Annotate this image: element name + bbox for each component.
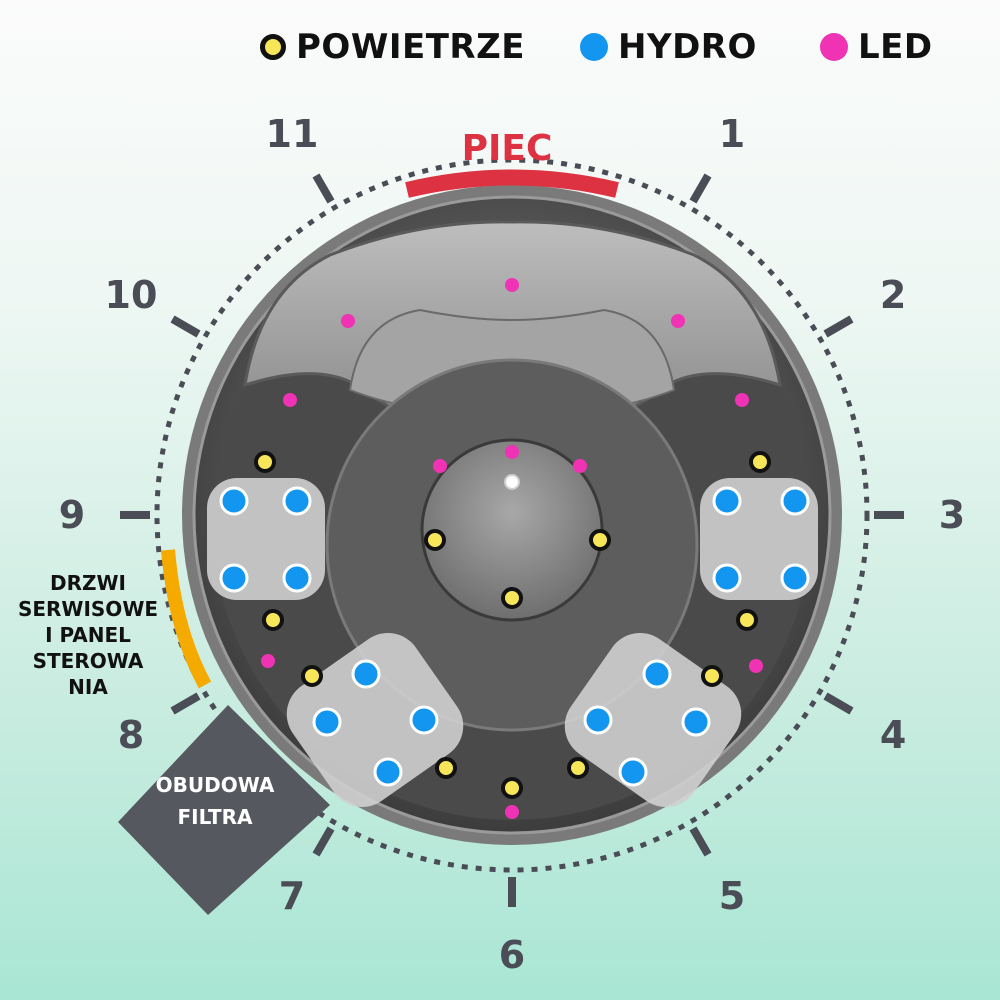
legend: POWIETRZE HYDRO LED <box>250 22 950 72</box>
legend-item-hydro: HYDRO <box>580 22 757 72</box>
clock-number-2: 2 <box>880 273 906 317</box>
legend-label-led: LED <box>858 27 933 67</box>
hydro-dot-icon <box>580 33 608 61</box>
led-light-icon <box>749 659 763 673</box>
clock-number-9: 9 <box>59 493 85 537</box>
air-jet-icon <box>701 665 723 687</box>
clock-number-10: 10 <box>105 273 158 317</box>
clock-number-8: 8 <box>118 713 144 757</box>
hydro-jet-icon <box>409 705 439 735</box>
hydro-jet-icon <box>780 486 810 516</box>
led-light-icon <box>433 459 447 473</box>
air-jet-icon <box>501 587 523 609</box>
hydro-jet-icon <box>780 563 810 593</box>
dotted-ring <box>154 157 870 873</box>
hydro-jet-icon <box>583 705 613 735</box>
clock-tick-1 <box>689 173 712 204</box>
clock-number-11: 11 <box>266 112 319 156</box>
clock-tick-10 <box>170 315 201 338</box>
svg-text:I PANEL: I PANEL <box>45 623 131 647</box>
led-light-icon <box>341 314 355 328</box>
led-light-icon <box>671 314 685 328</box>
filter-label-line-2: FILTRA <box>177 805 253 829</box>
clock-number-7: 7 <box>279 874 305 918</box>
air-jet-icon <box>736 609 758 631</box>
led-light-icon <box>505 445 519 459</box>
air-jet-icon <box>749 451 771 473</box>
led-light-icon <box>735 393 749 407</box>
legend-item-led: LED <box>820 22 933 72</box>
clock-tick-8 <box>170 692 201 715</box>
air-jet-icon <box>567 757 589 779</box>
legend-label-hydro: HYDRO <box>618 27 757 67</box>
seat-pad-bottom-right <box>564 632 742 808</box>
legend-label-air: POWIETRZE <box>296 27 525 67</box>
clock-number-3: 3 <box>939 493 965 537</box>
filter-label-line-1: OBUDOWA <box>156 773 275 797</box>
hydro-jet-icon <box>618 757 648 787</box>
seat-pad-bottom-left <box>286 632 464 808</box>
clock-tick-11 <box>312 173 335 204</box>
led-dot-icon <box>820 33 848 61</box>
hydro-jet-icon <box>642 659 672 689</box>
air-dot-icon <box>260 34 286 60</box>
hydro-jet-icon <box>373 757 403 787</box>
heater-marker <box>405 169 619 198</box>
air-jet-icon <box>424 529 446 551</box>
service-door-label: DRZWI SERWISOWE I PANEL STEROWA NIA <box>18 571 158 699</box>
clock-tick-7 <box>312 826 335 857</box>
clock-number-4: 4 <box>880 713 906 757</box>
led-light-icon <box>505 278 519 292</box>
led-light-icon <box>261 654 275 668</box>
air-jet-icon <box>254 451 276 473</box>
clock-numbers: 1 2 3 4 5 6 7 8 9 10 11 <box>59 112 965 977</box>
jets <box>219 278 810 819</box>
heater-label: PIEC <box>462 128 553 169</box>
air-jet-icon <box>435 757 457 779</box>
hydro-jet-icon <box>712 563 742 593</box>
filter-housing <box>118 705 330 915</box>
hydro-jet-icon <box>219 563 249 593</box>
service-door-marker <box>161 549 212 689</box>
clock-tick-5 <box>689 826 712 857</box>
svg-text:STEROWA: STEROWA <box>33 649 144 673</box>
hydro-jet-icon <box>681 707 711 737</box>
air-jet-icon <box>262 609 284 631</box>
svg-text:DRZWI: DRZWI <box>50 571 126 595</box>
hydro-jet-icon <box>312 707 342 737</box>
clock-ticks <box>120 173 904 907</box>
air-jet-icon <box>589 529 611 551</box>
led-light-icon <box>505 805 519 819</box>
drain-icon <box>504 474 520 490</box>
hydro-jet-icon <box>219 486 249 516</box>
clock-number-5: 5 <box>719 874 745 918</box>
led-light-icon <box>283 393 297 407</box>
legend-item-air: POWIETRZE <box>260 22 525 72</box>
hydro-jet-icon <box>351 659 381 689</box>
hydro-jet-icon <box>712 486 742 516</box>
svg-text:NIA: NIA <box>68 675 108 699</box>
clock-number-6: 6 <box>499 933 525 977</box>
svg-text:SERWISOWE: SERWISOWE <box>18 597 158 621</box>
clock-tick-4 <box>823 692 854 715</box>
air-jet-icon <box>301 665 323 687</box>
clock-number-1: 1 <box>719 112 745 156</box>
led-light-icon <box>573 459 587 473</box>
hydro-jet-icon <box>282 486 312 516</box>
air-jet-icon <box>501 777 523 799</box>
clock-tick-2 <box>823 315 854 338</box>
hydro-jet-icon <box>282 563 312 593</box>
